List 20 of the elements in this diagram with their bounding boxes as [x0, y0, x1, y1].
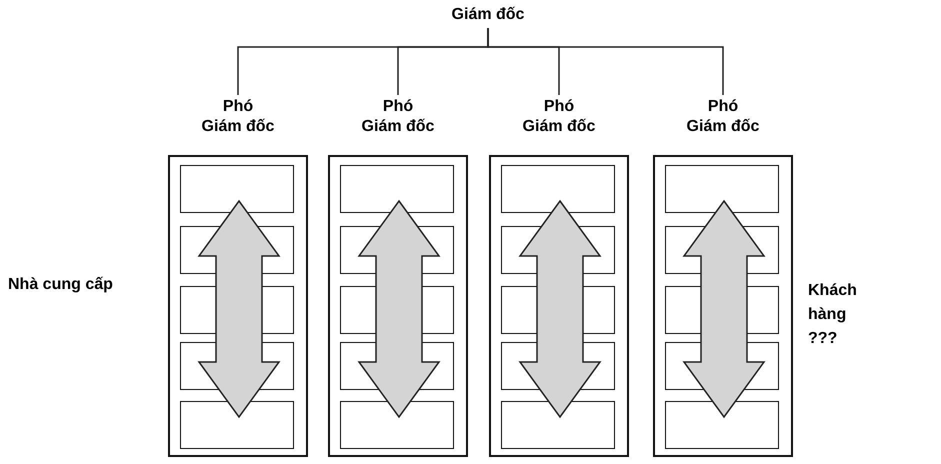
double-block-arrow	[682, 200, 766, 418]
side-label: Khách hàng ???	[808, 282, 857, 347]
connector-line	[487, 28, 724, 95]
double-block-arrow	[518, 200, 602, 418]
empty-box	[340, 401, 454, 449]
empty-box	[665, 165, 779, 213]
empty-box	[180, 165, 294, 213]
column-heading: Phó Giám đốc	[362, 98, 434, 135]
double-block-arrow	[358, 200, 440, 418]
title-text: Giám đốc	[452, 6, 524, 23]
empty-box	[501, 165, 615, 213]
empty-box	[340, 165, 454, 213]
empty-box	[665, 401, 779, 449]
empty-box	[501, 401, 615, 449]
column-heading: Phó Giám đốc	[522, 98, 596, 135]
column-heading: Phó Giám đốc	[686, 98, 760, 135]
double-block-arrow	[198, 200, 280, 418]
empty-box	[180, 401, 294, 449]
column-heading: Phó Giám đốc	[202, 98, 274, 135]
side-label: Nhà cung cấp	[8, 276, 113, 293]
